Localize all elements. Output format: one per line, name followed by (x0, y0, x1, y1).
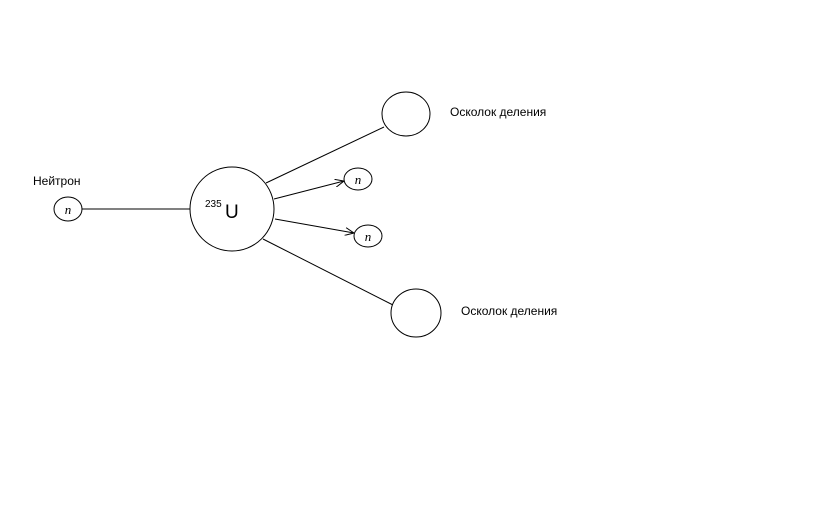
emitted-neutron-bottom (353, 224, 383, 248)
uranium-symbol: U (225, 202, 239, 223)
emitted-neutron-top (343, 167, 373, 191)
incoming-neutron (53, 196, 83, 222)
arrow-to-neutron-bottom (274, 218, 354, 233)
fragment-bottom-label: Осколок деления (461, 304, 557, 318)
emitted-neutron-top-symbol: n (355, 172, 362, 187)
neutron-label: Нейтрон (33, 174, 81, 188)
fission-fragment-top (381, 91, 431, 137)
emitted-neutron-bottom-symbol: n (365, 229, 372, 244)
uranium-nucleus (189, 166, 275, 252)
incoming-neutron-symbol: n (65, 202, 72, 217)
line-to-fragment-top (265, 126, 385, 184)
uranium-mass-number: 235 (205, 199, 222, 210)
fission-fragment-bottom (390, 288, 442, 338)
arrow-to-neutron-top (273, 181, 344, 200)
line-to-fragment-bottom (262, 238, 394, 306)
fragment-top-label: Осколок деления (450, 105, 546, 119)
